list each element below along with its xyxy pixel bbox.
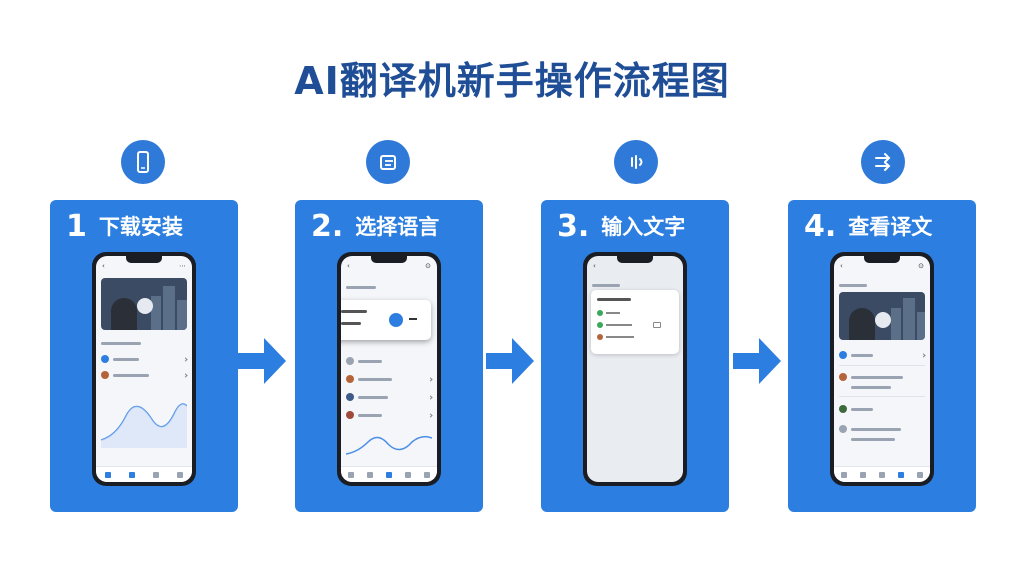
trend-wave: [101, 403, 187, 448]
phone-screen: ‹: [587, 256, 683, 482]
step-header: 2. 选择语言: [311, 206, 439, 246]
step-card-1: 1 下载安装 ‹⋯: [50, 200, 238, 512]
step-number: 2.: [311, 208, 344, 244]
step-header: 3. 输入文字: [557, 206, 685, 246]
phone-mockup: ‹⋯: [92, 252, 196, 486]
play-icon: [137, 298, 153, 314]
step-label: 输入文字: [601, 215, 686, 239]
language-switch-icon: [366, 140, 410, 184]
step-header: 4. 查看译文: [804, 206, 932, 246]
step-number: 3.: [557, 208, 590, 244]
video-banner: [101, 278, 187, 330]
step-label: 查看译文: [848, 215, 933, 239]
language-popup[interactable]: [341, 300, 431, 340]
step-number: 1: [66, 208, 87, 244]
video-banner: [839, 292, 925, 340]
arrow-right-icon: [733, 338, 781, 384]
trend-wave: [346, 435, 432, 455]
step-label: 选择语言: [355, 215, 440, 239]
phone-mockup: ‹: [583, 252, 687, 486]
input-card[interactable]: [591, 290, 679, 354]
page-title: AI翻译机新手操作流程图: [294, 59, 730, 103]
phone-screen: ‹⊙: [834, 256, 930, 482]
switch-icon[interactable]: [389, 313, 403, 327]
translate-arrows-icon: [861, 140, 905, 184]
voice-icon: [614, 140, 658, 184]
step-number: 4.: [804, 208, 837, 244]
arrow-right-icon: [238, 338, 286, 384]
phone-mockup: ‹⊙: [337, 252, 441, 486]
phone-icon: [121, 140, 165, 184]
phone-screen: ‹⋯: [96, 256, 192, 482]
step-label: 下载安装: [98, 215, 183, 239]
step-card-4: 4. 查看译文 ‹⊙: [788, 200, 976, 512]
phone-screen: ‹⊙: [341, 256, 437, 482]
step-card-3: 3. 输入文字 ‹: [541, 200, 729, 512]
play-icon: [875, 312, 891, 328]
arrow-right-icon: [486, 338, 534, 384]
step-card-2: 2. 选择语言 ‹⊙: [295, 200, 483, 512]
step-header: 1 下载安装: [66, 206, 183, 246]
phone-mockup: ‹⊙: [830, 252, 934, 486]
